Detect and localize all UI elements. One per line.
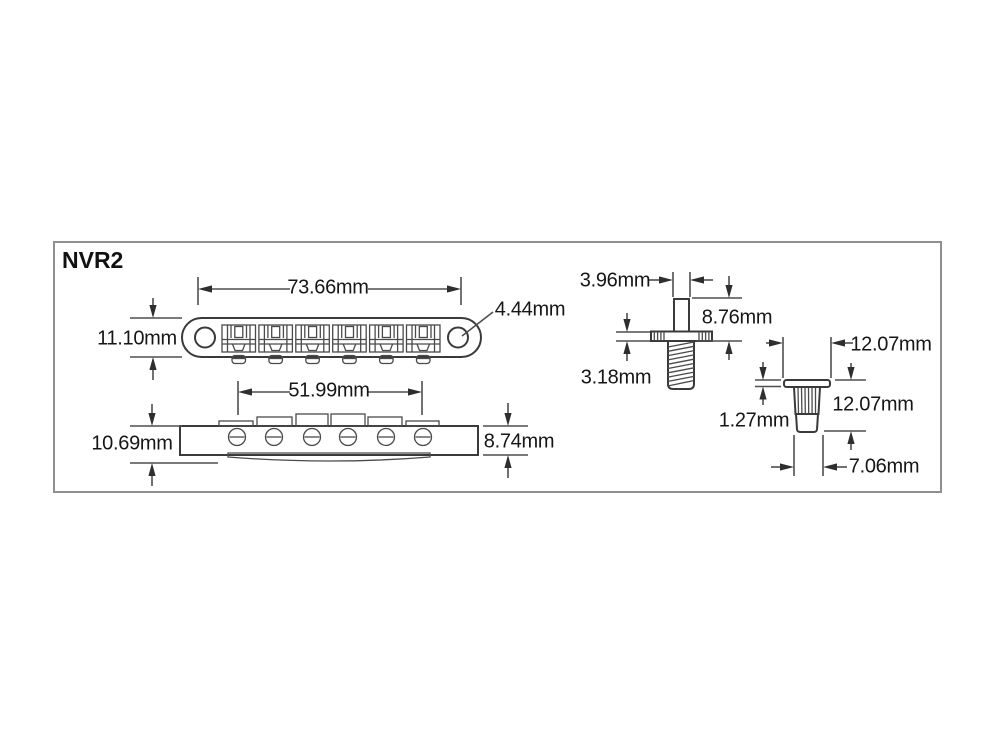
mount-hole-left (194, 326, 216, 349)
dim-end-height: 8.74mm (483, 430, 555, 453)
dim-post-diameter-lines (649, 272, 713, 297)
bushing-ribs (797, 387, 817, 414)
dim-body-diameter-lines (771, 435, 847, 476)
dim-bridge-length: 73.66mm (287, 276, 369, 299)
dim-head-diameter-lines (766, 337, 853, 378)
dim-mount-hole-diameter: 4.44mm (494, 298, 566, 321)
dim-body-width-lines (130, 298, 182, 380)
mount-hole-right (447, 326, 469, 349)
dim-wheel-thickness: 3.18mm (580, 366, 652, 389)
diagram-frame-border (53, 241, 942, 493)
dim-bushing-head-thickness: 1.27mm (718, 409, 790, 432)
thumbwheel-post-screw (650, 298, 713, 390)
dim-length-lines (197, 277, 462, 305)
dim-bridge-body-width: 11.10mm (97, 327, 177, 350)
dim-bushing-length: 12.07mm (832, 393, 914, 416)
dim-wheel-thickness-lines (616, 313, 650, 361)
dim-saddle-span: 51.99mm (288, 379, 370, 402)
dim-overall-height-lines (130, 404, 218, 486)
hole-callout-leader (461, 311, 494, 337)
dim-post-height-lines (692, 276, 742, 360)
dim-overall-height: 10.69mm (91, 432, 173, 455)
part-number-title: NVR2 (62, 247, 124, 273)
thread-hatching (667, 341, 695, 387)
dim-post-height: 8.76mm (701, 306, 773, 329)
bridge-top-view (181, 317, 482, 365)
dim-bushing-head-diameter: 12.07mm (850, 333, 932, 356)
wheel-knurling (653, 331, 710, 341)
screw-heads (227, 427, 433, 447)
dim-bushing-body-diameter: 7.06mm (848, 455, 920, 478)
bushing-part (783, 379, 831, 433)
dim-saddle-span-lines (237, 381, 423, 415)
dim-bushing-length-lines (824, 363, 866, 450)
bridge-base-arc (227, 452, 431, 462)
bridge-side-view (179, 413, 479, 462)
dim-end-height-lines (483, 403, 528, 478)
dim-head-thickness-lines (755, 362, 781, 405)
dim-post-diameter: 3.96mm (579, 269, 651, 292)
